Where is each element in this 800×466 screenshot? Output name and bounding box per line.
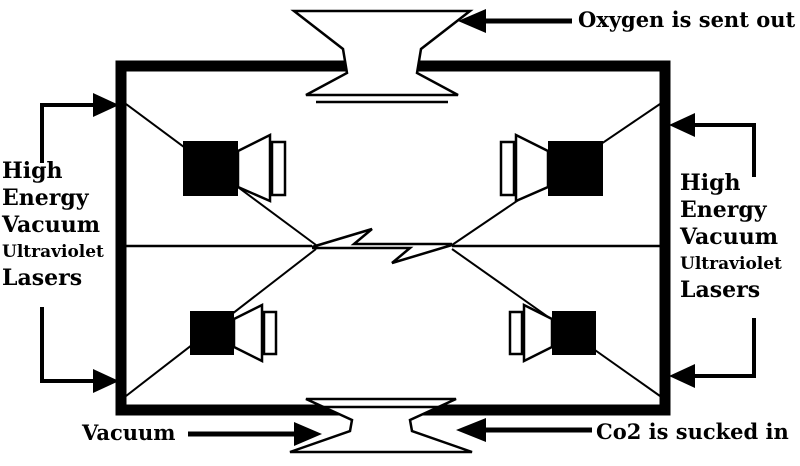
laser-body-icon	[183, 141, 238, 196]
label-line: Energy	[680, 197, 767, 223]
vacuum-label: Vacuum	[82, 420, 176, 445]
laser-horn-icon	[232, 302, 264, 364]
laser-device-bottom-right	[508, 302, 596, 364]
label-line: High	[2, 158, 63, 184]
oxygen-arrow	[458, 9, 572, 33]
laser-device-top-right	[499, 132, 603, 203]
laser-device-top-left	[183, 132, 287, 203]
laser-horn-icon	[522, 302, 554, 364]
label-line: Energy	[2, 185, 89, 211]
laser-body-icon	[190, 311, 234, 355]
laser-arrow-right-bottom	[669, 318, 756, 388]
label-line: Lasers	[2, 265, 83, 291]
label-line: Ultraviolet	[2, 242, 104, 262]
right-laser-label: High Energy Vacuum Ultraviolet Lasers	[680, 170, 782, 304]
laser-arrow-right-top	[669, 113, 756, 177]
laser-device-bottom-left	[190, 302, 278, 364]
beam-break-symbol	[311, 227, 453, 265]
laser-nozzle-icon	[262, 310, 278, 356]
laser-nozzle-icon	[499, 140, 516, 197]
co2-in-label: Co2 is sucked in	[596, 419, 789, 444]
left-laser-label: High Energy Vacuum Ultraviolet Lasers	[2, 158, 104, 292]
laser-body-icon	[552, 311, 596, 355]
label-line: High	[680, 170, 741, 196]
laser-nozzle-icon	[270, 140, 287, 197]
laser-arrow-left-top	[40, 93, 119, 163]
laser-body-icon	[548, 141, 603, 196]
oxygen-funnel	[290, 9, 474, 104]
laser-arrow-left-bottom	[40, 307, 119, 393]
co2-funnel	[289, 397, 473, 454]
vacuum-arrow	[188, 422, 322, 446]
label-line: Lasers	[680, 277, 761, 303]
label-line: Vacuum	[680, 224, 778, 250]
laser-horn-icon	[514, 132, 550, 203]
co2-arrow	[456, 418, 592, 442]
chamber-wall	[115, 60, 671, 416]
label-line: Vacuum	[2, 212, 100, 238]
label-line: Ultraviolet	[680, 254, 782, 274]
laser-nozzle-icon	[508, 310, 524, 356]
oxygen-out-label: Oxygen is sent out	[578, 7, 796, 32]
